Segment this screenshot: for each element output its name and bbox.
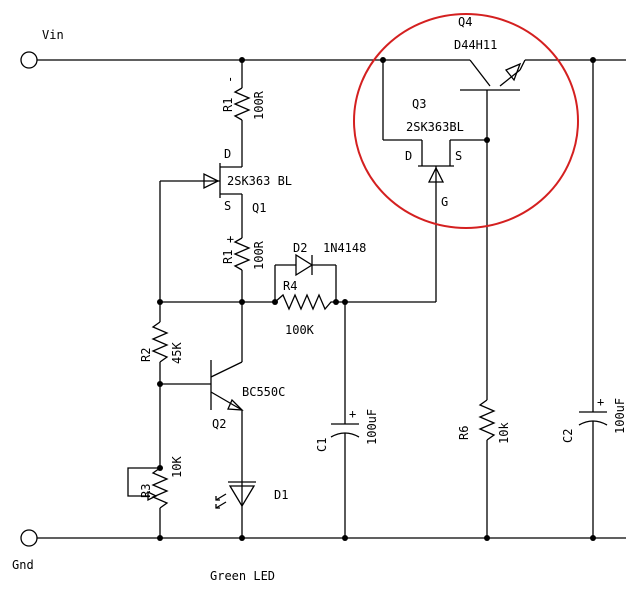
vin-terminal[interactable]: [20, 51, 38, 69]
c1-capacitor: [330, 302, 360, 538]
q3-ref: Q3: [412, 97, 426, 111]
d1-ref: D1: [274, 488, 288, 502]
q1-ref: Q1: [252, 201, 266, 215]
d1-led: [215, 481, 256, 538]
r2-value: 45K: [170, 342, 184, 364]
r1-upper-ref: R1: [221, 98, 235, 112]
r6-resistor: [478, 399, 496, 538]
q2-transistor: [160, 302, 244, 482]
r4-resistor: [274, 293, 340, 311]
vin-rail: [20, 51, 626, 69]
r3-value: 10K: [170, 456, 184, 478]
c2-ref: C2: [561, 429, 575, 443]
r4-value: 100K: [285, 323, 315, 337]
gnd-rail: [20, 529, 626, 547]
q3-gate-label: G: [441, 195, 448, 209]
gnd-label: Gnd: [12, 558, 34, 572]
r3-ref: R3: [139, 484, 153, 498]
r1-lower-resistor: [233, 212, 251, 302]
c2-pin: +: [597, 395, 604, 409]
q3-jfet: [382, 60, 487, 302]
vin-label: Vin: [42, 28, 64, 42]
c2-value: 100uF: [613, 398, 626, 434]
r3-trimmer: [127, 384, 169, 538]
q4-transistor: [460, 59, 526, 400]
q3-value: 2SK363BL: [406, 120, 464, 134]
gnd-terminal[interactable]: [20, 529, 38, 547]
r1-lower-value: 100R: [252, 240, 266, 270]
r1-lower-ref: R1: [221, 250, 235, 264]
q1-drain-label: D: [224, 147, 231, 161]
q3-source-label: S: [455, 149, 462, 163]
r6-value: 10k: [497, 422, 511, 444]
c1-ref: C1: [315, 438, 329, 452]
q4-ref: Q4: [458, 15, 472, 29]
c1-pin: +: [349, 407, 356, 421]
r1-lower-pin: +: [223, 236, 237, 243]
r1-upper-resistor: [233, 60, 251, 146]
r2-resistor: [151, 302, 169, 384]
d1-value: Green LED: [210, 569, 275, 583]
junction-dots: [157, 57, 596, 541]
r1-upper-pin: -: [223, 76, 237, 83]
c1-value: 100uF: [365, 409, 379, 445]
q1-jfet: [159, 146, 243, 302]
d2-value: 1N4148: [323, 241, 366, 255]
r2-ref: R2: [139, 348, 153, 362]
d2-ref: D2: [293, 241, 307, 255]
q1-source-label: S: [224, 199, 231, 213]
r1-upper-value: 100R: [252, 90, 266, 120]
d2-diode: [274, 253, 337, 302]
q4-value: D44H11: [454, 38, 497, 52]
r6-ref: R6: [457, 426, 471, 440]
q2-ref: Q2: [212, 417, 226, 431]
q1-value: 2SK363 BL: [227, 174, 292, 188]
c2-capacitor: [578, 60, 608, 538]
r4-ref: R4: [283, 279, 297, 293]
q3-drain-label: D: [405, 149, 412, 163]
q2-value: BC550C: [242, 385, 285, 399]
highlight-circle: [353, 13, 579, 229]
